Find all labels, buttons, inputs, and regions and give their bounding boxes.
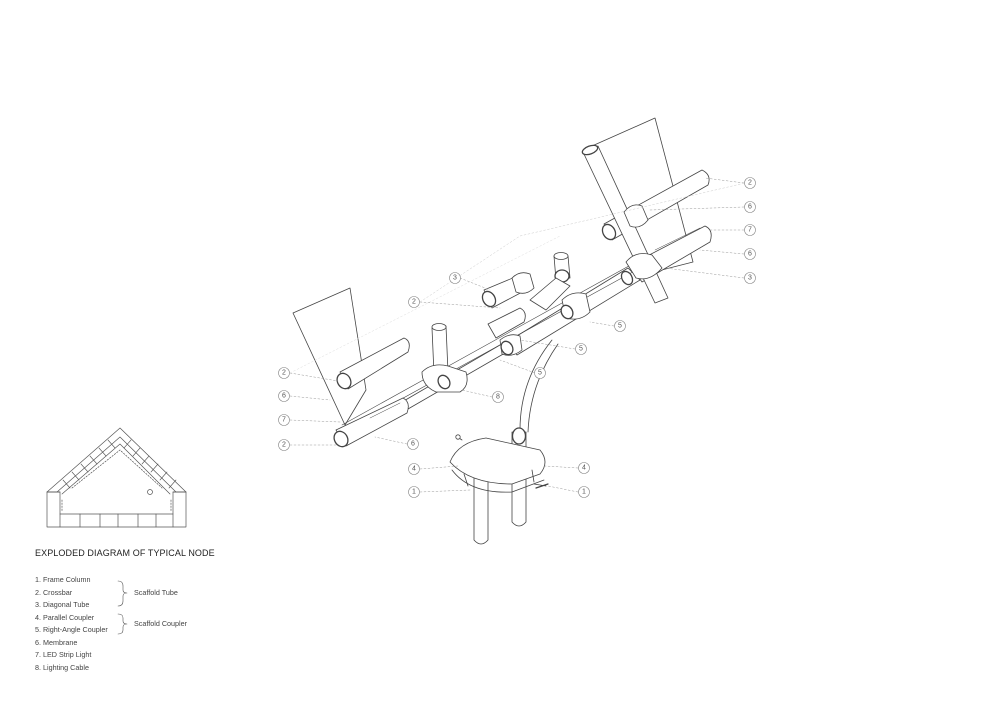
callout-inner-6-label: 8: [496, 394, 500, 401]
callout-inner-3-label: 5: [618, 323, 622, 330]
callout-inner-3: [614, 320, 626, 332]
callout-left-4-label: 2: [282, 442, 286, 449]
callout-left-2-label: 6: [282, 393, 286, 400]
key-plan-aframe: [46, 427, 187, 528]
callout-right-4: [744, 248, 756, 260]
callout-right-6-label: 4: [582, 465, 586, 472]
callout-left-6-label: 1: [412, 489, 416, 496]
crossbar-left-lower: [333, 397, 409, 448]
callout-right-2: [744, 201, 756, 213]
legend-item: 8. Lighting Cable: [35, 662, 89, 672]
legend-item: 1. Frame Column: [35, 575, 91, 584]
membrane-panel-left: [292, 287, 367, 426]
callout-right-2-label: 6: [748, 204, 752, 211]
legend-item: 6. Membrane: [35, 637, 78, 647]
callout-right-5: [744, 272, 756, 284]
upright-tube-middle: [431, 323, 449, 375]
brace-scaffold-tube: [117, 580, 128, 607]
curved-diagonal-tube: [519, 339, 553, 431]
legend-list: 1. Frame Column 2. Crossbar 3. Diagonal …: [35, 574, 108, 674]
group-label-scaffold-tube: Scaffold Tube: [134, 588, 178, 597]
callout-inner-1-label: 3: [453, 275, 457, 282]
parallel-coupler: [449, 434, 549, 493]
legend-item: 4. Parallel Coupler: [35, 612, 95, 622]
coupler-right: [620, 204, 663, 286]
callout-right-7: [578, 486, 590, 498]
callout-left-3: [278, 414, 290, 426]
legend-item: 5. Right-Angle Coupler: [35, 625, 108, 634]
upright-tube-top: [529, 252, 571, 311]
callout-inner-7-label: 6: [411, 441, 415, 448]
callout-inner-2: [408, 296, 420, 308]
callout-left-5: [408, 463, 420, 475]
right-angle-coupler-centre: [487, 292, 591, 356]
callout-left-6: [408, 486, 420, 498]
callout-inner-4: [575, 343, 587, 355]
callout-right-7-label: 1: [582, 489, 586, 496]
callout-inner-4-label: 5: [579, 346, 583, 353]
coupler-cable-node: [421, 364, 468, 393]
callout-left-4: [278, 439, 290, 451]
callout-right-1-label: 2: [748, 180, 752, 187]
callout-right-6: [578, 462, 590, 474]
callout-inner-5-label: 5: [538, 370, 542, 377]
legend-item: 3. Diagonal Tube: [35, 600, 90, 609]
callout-inner-1: [449, 272, 461, 284]
callout-right-3-label: 7: [748, 227, 752, 234]
callout-inner-6: [492, 391, 504, 403]
group-label-scaffold-coupler: Scaffold Coupler: [134, 619, 188, 628]
callout-left-2: [278, 390, 290, 402]
callout-right-5-label: 3: [748, 275, 752, 282]
callout-right-4-label: 6: [748, 251, 752, 258]
callout-inner-7: [407, 438, 419, 450]
crossbar-left-upper: [336, 337, 410, 390]
legend-item: 7. LED Strip Light: [35, 650, 92, 659]
callout-left-1: [278, 367, 290, 379]
diagonal-tube-upper: [481, 272, 535, 309]
callout-left-5-label: 4: [412, 466, 416, 473]
callout-right-3: [744, 224, 756, 236]
callout-right-1: [744, 177, 756, 189]
legend-item: 2. Crossbar: [35, 587, 73, 597]
diagram-title: EXPLODED DIAGRAM OF TYPICAL NODE: [35, 548, 215, 558]
callout-inner-2-label: 2: [412, 299, 416, 306]
callout-left-1-label: 2: [282, 370, 286, 377]
callout-inner-5: [534, 367, 546, 379]
callout-left-3-label: 7: [282, 417, 286, 424]
brace-scaffold-coupler: [117, 613, 128, 635]
